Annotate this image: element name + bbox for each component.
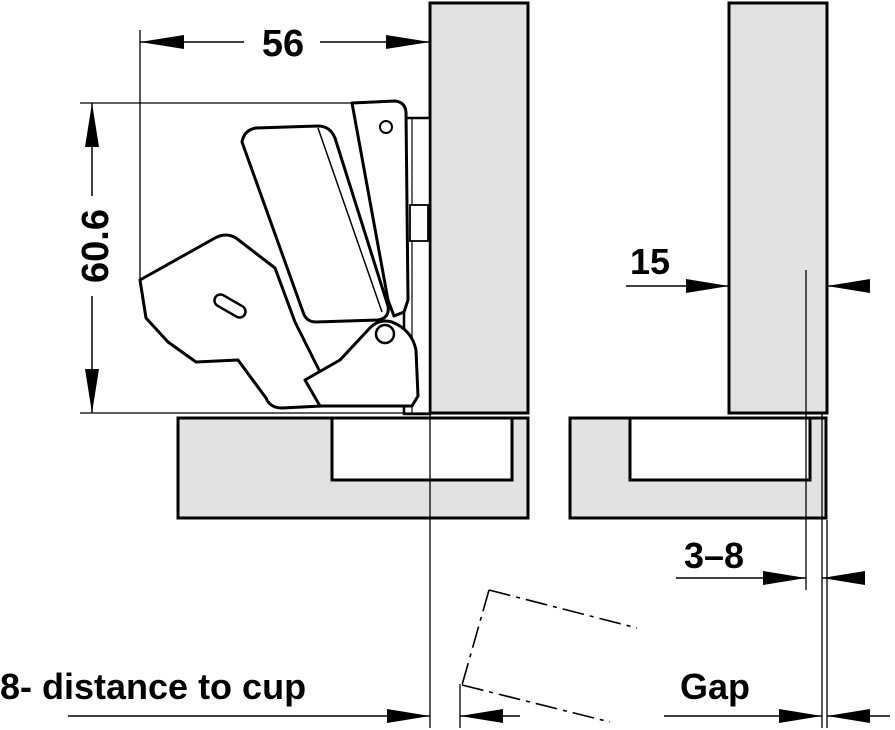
hinge-main-arm	[240, 124, 390, 324]
arrowhead	[140, 35, 184, 49]
arrowhead	[779, 709, 822, 723]
arrowhead	[686, 279, 729, 293]
hinge-cup-left	[330, 416, 514, 482]
hinge-cup-right	[628, 416, 812, 482]
cabinet-side-panel-right	[727, 1, 829, 415]
arrowhead	[827, 279, 870, 293]
gap-label: Gap	[680, 666, 750, 707]
adjustment-screw	[379, 120, 393, 134]
hinge-knuckle	[303, 319, 420, 408]
arrowhead	[827, 709, 870, 723]
height-dimension-label: 60.6	[75, 209, 117, 283]
cabinet-side-panel-left	[428, 1, 530, 415]
hinge-arm-block	[350, 99, 410, 318]
arrowhead	[85, 103, 99, 147]
arrowhead	[822, 571, 865, 585]
arrowhead	[85, 369, 99, 413]
lever-slot	[213, 293, 247, 319]
side-thickness-label: 15	[630, 241, 670, 282]
overlay-range-label: 3–8	[684, 535, 744, 576]
hinge-pivot	[374, 323, 396, 345]
arrowhead	[387, 709, 430, 723]
arrowhead	[763, 571, 806, 585]
arrowhead	[460, 709, 503, 723]
distance-to-cup-label: 8- distance to cup	[0, 666, 306, 707]
mounting-screw	[409, 204, 429, 242]
width-dimension-label: 56	[262, 23, 304, 65]
arrowhead	[386, 35, 430, 49]
open-door-outline	[461, 589, 638, 723]
